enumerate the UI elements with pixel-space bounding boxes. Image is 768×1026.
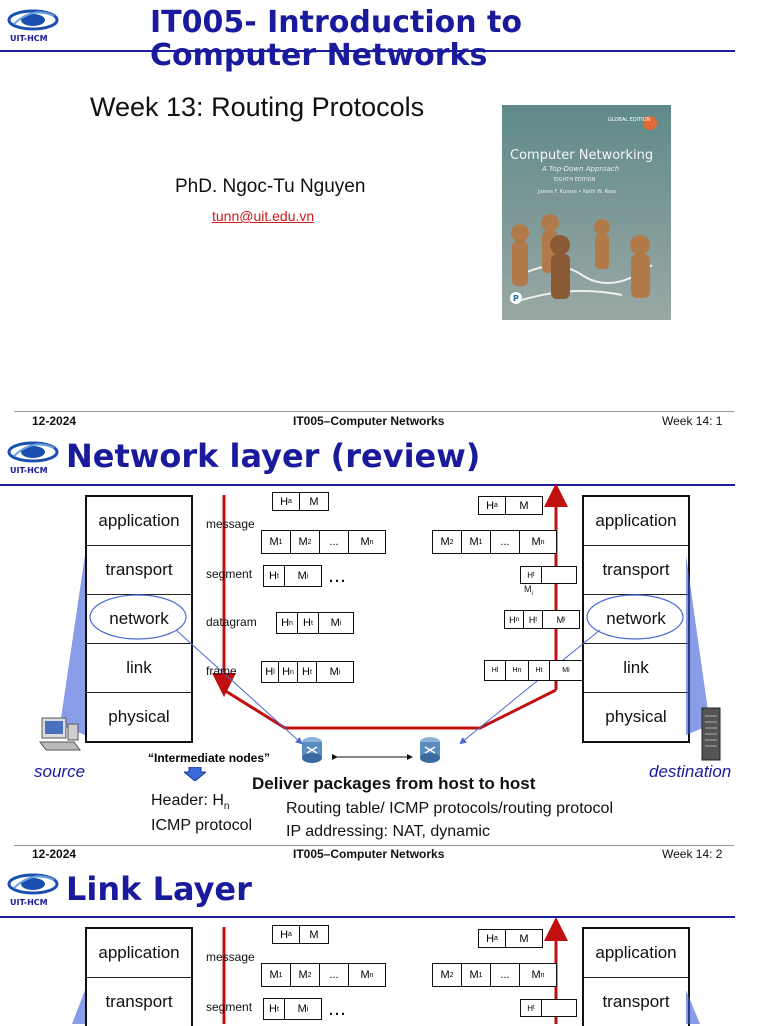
- book-cover: GLOBAL EDITION Computer Networking A Top…: [502, 105, 671, 320]
- computer-icon: [38, 716, 82, 756]
- header-note-subscript: n: [223, 801, 230, 813]
- ellipsis: …: [328, 566, 346, 587]
- course-title: IT005- Introduction to Computer Networks: [150, 5, 523, 73]
- layer-application: application: [584, 497, 688, 546]
- source-protocol-stack: application transport: [85, 927, 193, 1026]
- uit-logo: UIT-HCM: [6, 6, 62, 44]
- ellipsis: …: [328, 999, 346, 1020]
- deliver-packages-heading: Deliver packages from host to host: [252, 774, 536, 793]
- icmp-protocol-note: ICMP protocol: [151, 817, 253, 834]
- week-subtitle: Week 13: Routing Protocols: [90, 92, 425, 122]
- footer-week: Week 14: 1: [662, 414, 723, 428]
- layer-link: link: [584, 644, 688, 693]
- book-subtitle: A Top-Down Approach: [541, 165, 619, 173]
- footer-date: 12-2024: [32, 847, 77, 861]
- logo-text: UIT-HCM: [10, 34, 48, 43]
- author-name: PhD. Ngoc-Tu Nguyen: [175, 176, 366, 197]
- ip-addressing-note: IP addressing: NAT, dynamic: [286, 823, 490, 840]
- router-icon: [418, 734, 442, 764]
- author-email-link[interactable]: tunn@uit.edu.vn: [212, 208, 315, 224]
- footer-course: IT005–Computer Networks: [293, 414, 445, 428]
- network-path-diagram: [60, 483, 710, 760]
- segment-mi-label: Mi: [524, 584, 533, 597]
- intermediate-nodes-label: “Intermediate nodes”: [148, 751, 271, 765]
- source-protocol-stack: application transport network link physi…: [85, 495, 193, 743]
- layer-application: application: [87, 929, 191, 978]
- label-message: message: [206, 517, 255, 531]
- source-label: source: [34, 762, 86, 781]
- uit-logo: UIT-HCM: [6, 438, 62, 476]
- destination-label: destination: [649, 762, 732, 781]
- book-title: Computer Networking: [510, 148, 653, 163]
- label-frame: frame: [206, 664, 237, 678]
- layer-transport: transport: [602, 992, 670, 1011]
- routing-note: Routing table/ ICMP protocols/routing pr…: [286, 800, 613, 817]
- footer-rule: [14, 845, 734, 846]
- title-divider: [0, 916, 735, 918]
- server-icon: [698, 706, 724, 762]
- layer-link: link: [87, 644, 191, 693]
- destination-protocol-stack: application transport network link physi…: [582, 495, 690, 743]
- layer-physical: physical: [605, 707, 667, 726]
- router-icon: [300, 734, 324, 764]
- uit-logo: UIT-HCM: [6, 870, 62, 908]
- layer-application: application: [584, 929, 688, 978]
- layer-application: application: [87, 497, 191, 546]
- book-edition: EIGHTH EDITION: [554, 177, 596, 183]
- label-message: message: [206, 950, 255, 964]
- label-segment: segment: [206, 1000, 253, 1014]
- layer-network: network: [87, 595, 191, 644]
- publisher-icon: P: [513, 294, 519, 303]
- logo-text: UIT-HCM: [10, 466, 48, 475]
- label-datagram: datagram: [206, 615, 257, 629]
- layer-network: network: [584, 595, 688, 644]
- logo-text: UIT-HCM: [10, 898, 48, 907]
- book-authors: James F. Kurose • Keith W. Ross: [537, 189, 617, 195]
- header-note-text: Header: H: [151, 792, 224, 809]
- down-arrow-icon: [182, 766, 208, 782]
- destination-protocol-stack: application transport: [582, 927, 690, 1026]
- title-divider: [0, 484, 735, 486]
- book-badge: GLOBAL EDITION: [608, 117, 651, 123]
- slide-title-network-layer: Network layer (review): [66, 437, 481, 475]
- layer-transport: transport: [105, 992, 173, 1011]
- header-note: Header: Hn: [151, 792, 229, 812]
- footer-course: IT005–Computer Networks: [293, 847, 445, 861]
- title-divider: [0, 50, 735, 52]
- footer-rule: [14, 411, 734, 412]
- slide-title-link-layer: Link Layer: [66, 870, 252, 908]
- footer-week: Week 14: 2: [662, 847, 723, 861]
- layer-physical: physical: [108, 707, 170, 726]
- footer-date: 12-2024: [32, 414, 77, 428]
- label-segment: segment: [206, 567, 253, 581]
